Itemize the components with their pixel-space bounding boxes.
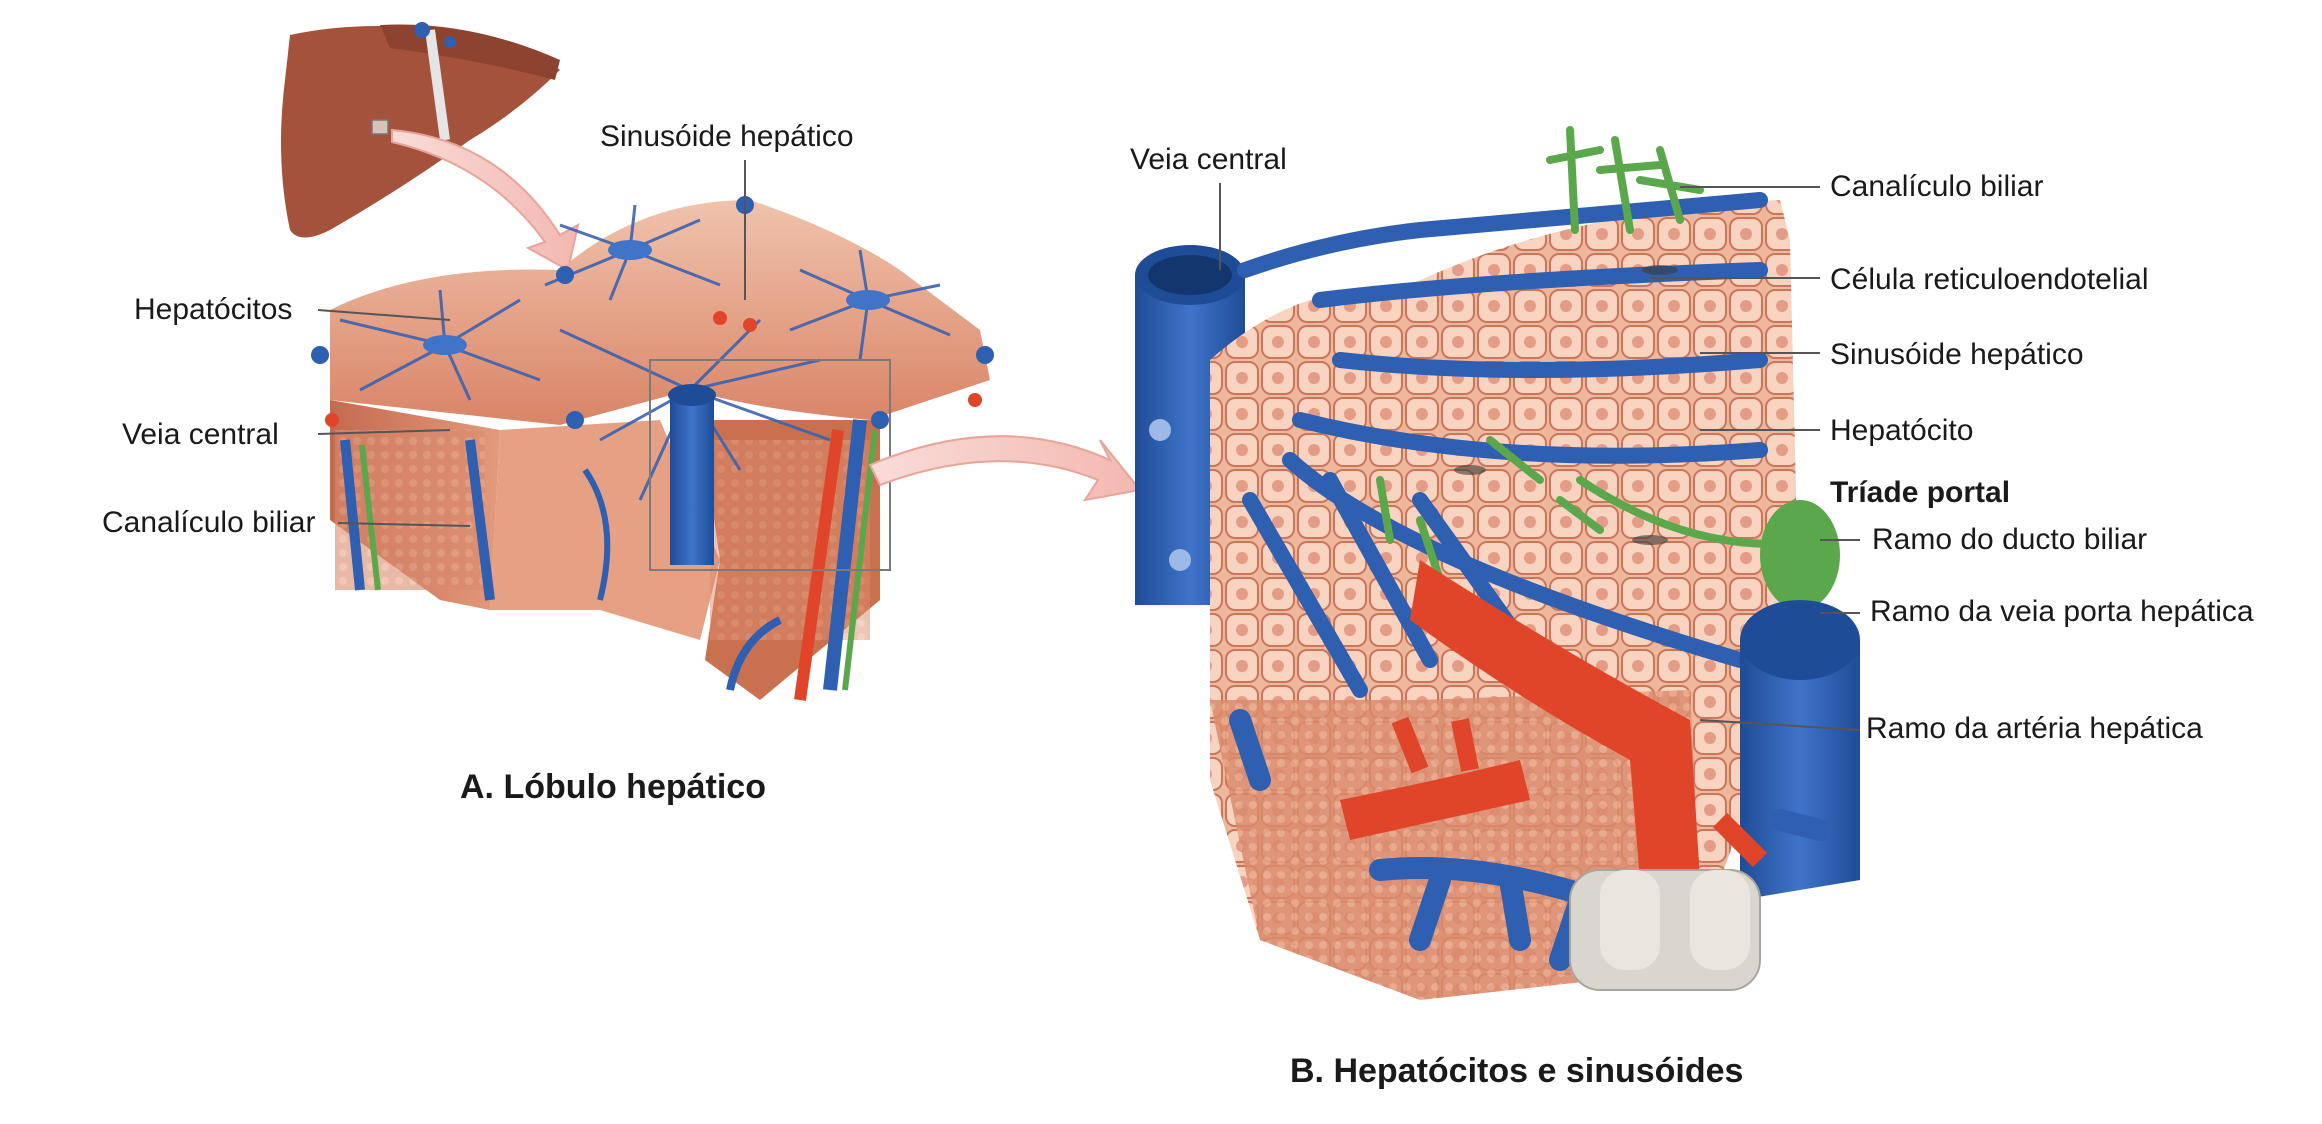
leader-lines-b	[1219, 183, 1861, 731]
label-triade-portal: Tríade portal	[1830, 476, 2011, 509]
label-veia-porta: Ramo da veia porta hepática	[1870, 595, 2254, 628]
label-ducto-biliar: Ramo do ducto biliar	[1872, 523, 2148, 556]
label-celula-reticulo: Célula reticuloendotelial	[1830, 263, 2149, 296]
sinusoid-block	[1135, 126, 1860, 1000]
lobule-block	[311, 196, 994, 701]
caption-panel-a: A. Lóbulo hepático	[460, 768, 766, 806]
label-hepatocito: Hepatócito	[1830, 414, 1974, 447]
label-canaliculo-a: Canalículo biliar	[102, 506, 316, 539]
label-sinusoide-a: Sinusóide hepático	[600, 120, 854, 153]
label-veia-central-a: Veia central	[122, 418, 279, 451]
label-hepatocitos: Hepatócitos	[134, 293, 293, 326]
liver-thumbnail	[281, 22, 560, 238]
label-veia-central-b: Veia central	[1130, 143, 1287, 176]
leader-lines-a	[317, 160, 746, 527]
caption-panel-b: B. Hepatócitos e sinusóides	[1290, 1052, 1744, 1090]
label-arteria-hepatica: Ramo da artéria hepática	[1866, 712, 2203, 745]
label-canaliculo-b: Canalículo biliar	[1830, 170, 2044, 203]
label-sinusoide-b: Sinusóide hepático	[1830, 338, 2084, 371]
zoom-arrow-b	[868, 435, 1142, 502]
